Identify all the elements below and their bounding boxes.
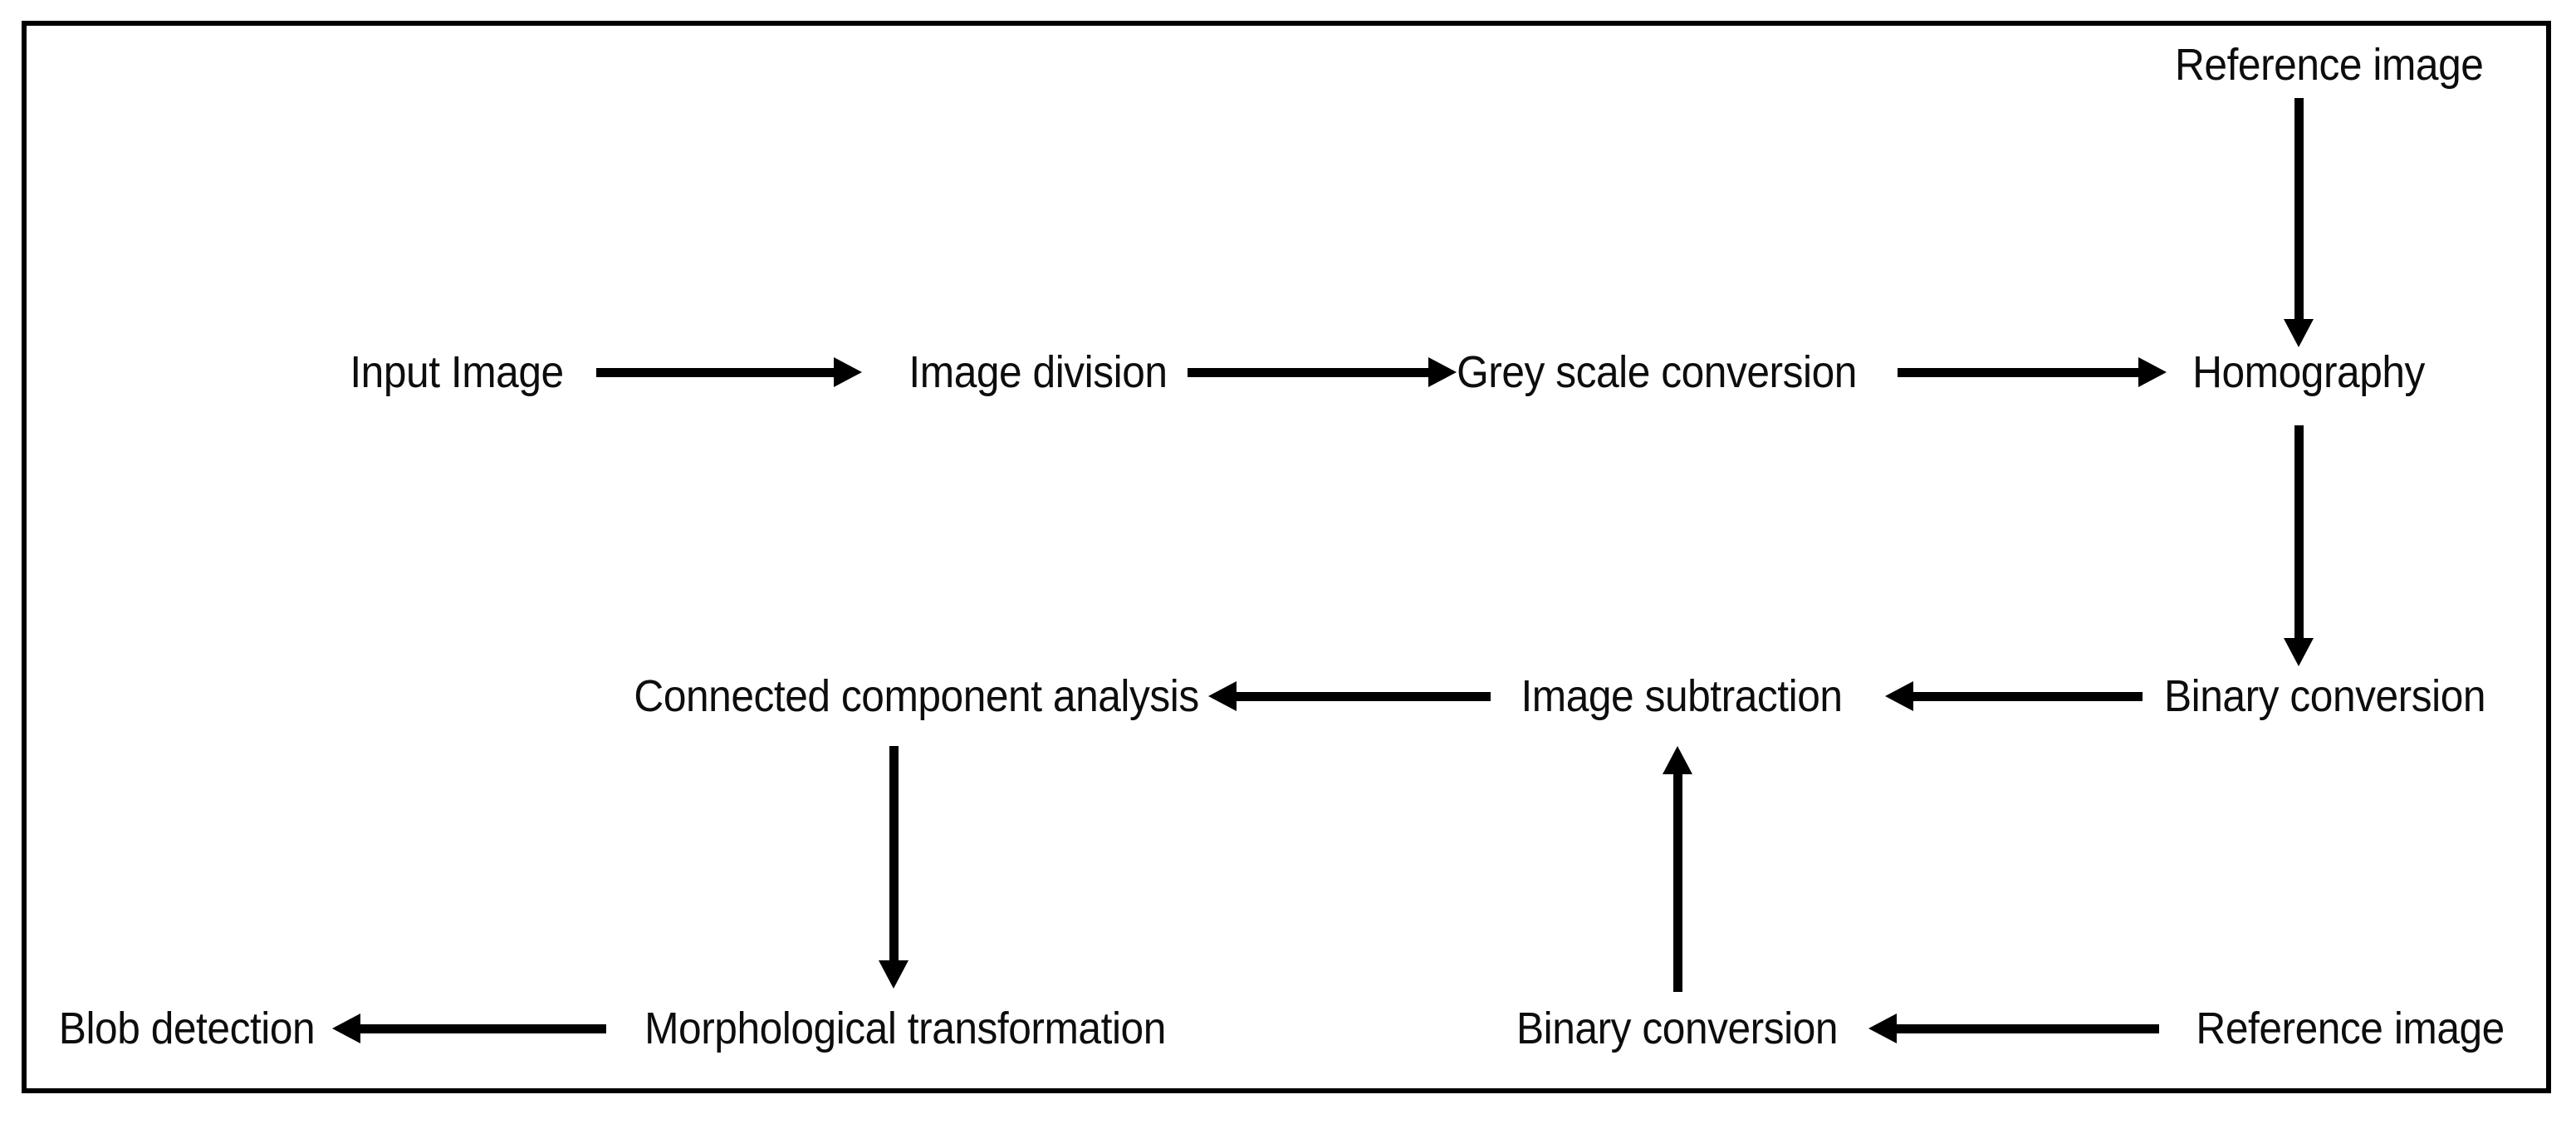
arrow-head-right-icon — [1428, 357, 1457, 387]
arrow-grey-scale-conversion-to-homography — [1898, 357, 2167, 387]
node-binary-conversion-right: Binary conversion — [2164, 671, 2486, 721]
arrow-homography-to-binary-conversion-right — [2284, 425, 2314, 666]
arrow-binary-conversion-bottom-to-image-subtraction — [1663, 746, 1692, 992]
diagram-border-frame — [22, 21, 2551, 1093]
node-input-image: Input Image — [350, 347, 564, 397]
arrow-image-subtraction-to-connected-component-analysis — [1208, 681, 1491, 711]
node-binary-conversion-bottom: Binary conversion — [1516, 1004, 1839, 1053]
arrow-shaft — [2294, 425, 2304, 640]
arrow-shaft — [1912, 692, 2143, 701]
arrow-head-right-icon — [834, 357, 862, 387]
node-image-division: Image division — [908, 347, 1168, 397]
arrow-shaft — [1673, 773, 1682, 992]
node-blob-detection: Blob detection — [58, 1004, 316, 1053]
arrow-shaft — [889, 746, 899, 962]
arrow-shaft — [596, 368, 835, 377]
node-reference-image-bottom: Reference image — [2196, 1004, 2505, 1053]
arrow-shaft — [359, 1024, 606, 1033]
arrow-shaft — [1895, 1024, 2159, 1033]
arrow-head-right-icon — [2138, 357, 2167, 387]
arrow-head-down-icon — [2284, 319, 2314, 347]
arrow-head-left-icon — [1208, 681, 1237, 711]
arrow-head-down-icon — [879, 960, 908, 989]
arrow-shaft — [1898, 368, 2140, 377]
arrow-head-up-icon — [1663, 746, 1692, 774]
arrow-input-image-to-image-division — [596, 357, 862, 387]
node-grey-scale-conversion: Grey scale conversion — [1457, 347, 1857, 397]
arrow-reference-image-bottom-to-binary-conversion-bottom — [1868, 1014, 2159, 1043]
node-connected-component-analysis: Connected component analysis — [634, 671, 1199, 721]
arrow-reference-image-top-to-homography — [2284, 98, 2314, 347]
arrow-shaft — [1188, 368, 1430, 377]
arrow-shaft — [1235, 692, 1491, 701]
arrow-morphological-transformation-to-blob-detection — [332, 1014, 606, 1043]
arrow-head-left-icon — [1885, 681, 1913, 711]
arrow-binary-conversion-right-to-image-subtraction — [1885, 681, 2143, 711]
arrow-head-left-icon — [1868, 1014, 1897, 1043]
arrow-image-division-to-grey-scale-conversion — [1188, 357, 1457, 387]
arrow-connected-component-analysis-to-morphological-transformation — [879, 746, 908, 989]
arrow-head-left-icon — [332, 1014, 360, 1043]
node-image-subtraction: Image subtraction — [1521, 671, 1843, 721]
node-homography: Homography — [2192, 347, 2425, 397]
arrow-head-down-icon — [2284, 638, 2314, 666]
node-morphological-transformation: Morphological transformation — [644, 1004, 1166, 1053]
arrow-shaft — [2294, 98, 2304, 321]
node-reference-image-top: Reference image — [2175, 40, 2484, 90]
